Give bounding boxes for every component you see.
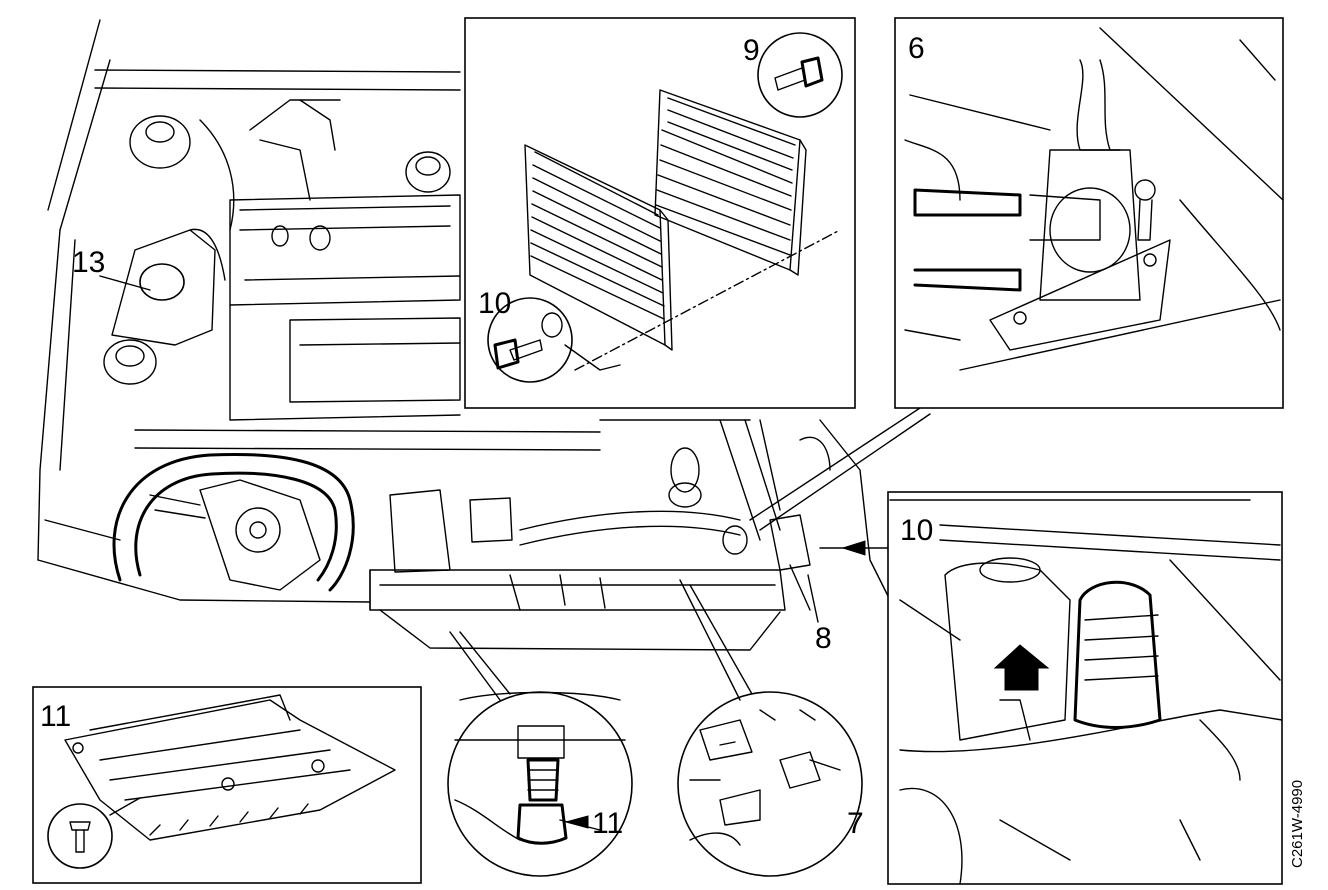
inset-bracket-frame: [887, 491, 1283, 885]
engine-bay-main-view: [37, 19, 891, 651]
radiator-side-support: [722, 419, 811, 611]
coolant-expansion-tank: [111, 228, 226, 346]
alternator-assembly: [149, 479, 321, 591]
bolt-10-detail: [487, 297, 621, 383]
callout-10-bracket: 10: [900, 514, 933, 547]
inset-radiator: [464, 17, 856, 409]
radiator-lower-frame: [369, 569, 786, 651]
callout-11-undertray: 11: [40, 700, 71, 733]
figure-code: C261W-4990: [1289, 780, 1306, 868]
inset-hose-clamp-frame: [894, 17, 1284, 409]
front-crossmember: [134, 419, 751, 451]
detail-clip-11: [447, 691, 633, 877]
strut-tower-left: [129, 115, 191, 169]
radiator-hose-loop: [112, 452, 355, 592]
radiator-panel: [524, 144, 673, 351]
callout-13: 13: [72, 246, 105, 279]
condenser-panel: [654, 89, 807, 276]
up-arrow-icon: [993, 644, 1050, 691]
brake-fluid-reservoir: [103, 339, 157, 385]
callout-7: 7: [847, 807, 864, 840]
leader-lines: [99, 275, 931, 701]
bolt-9-detail: [757, 32, 843, 118]
inset-undertray: [32, 686, 422, 884]
undertray-screw-detail: [47, 797, 141, 869]
detail-connector-7: [677, 691, 863, 877]
callout-6: 6: [908, 32, 925, 65]
callout-11-clip: 11: [592, 807, 623, 840]
oil-filler-cap: [405, 151, 451, 193]
callout-8: 8: [815, 622, 832, 655]
engine-block: [199, 99, 461, 421]
centre-components: [389, 419, 781, 573]
callout-9: 9: [743, 34, 760, 67]
callout-10-radiator-bolt: 10: [478, 287, 511, 320]
inset-bracket-location: [887, 491, 1283, 885]
inset-hose-clamp: [894, 17, 1284, 409]
